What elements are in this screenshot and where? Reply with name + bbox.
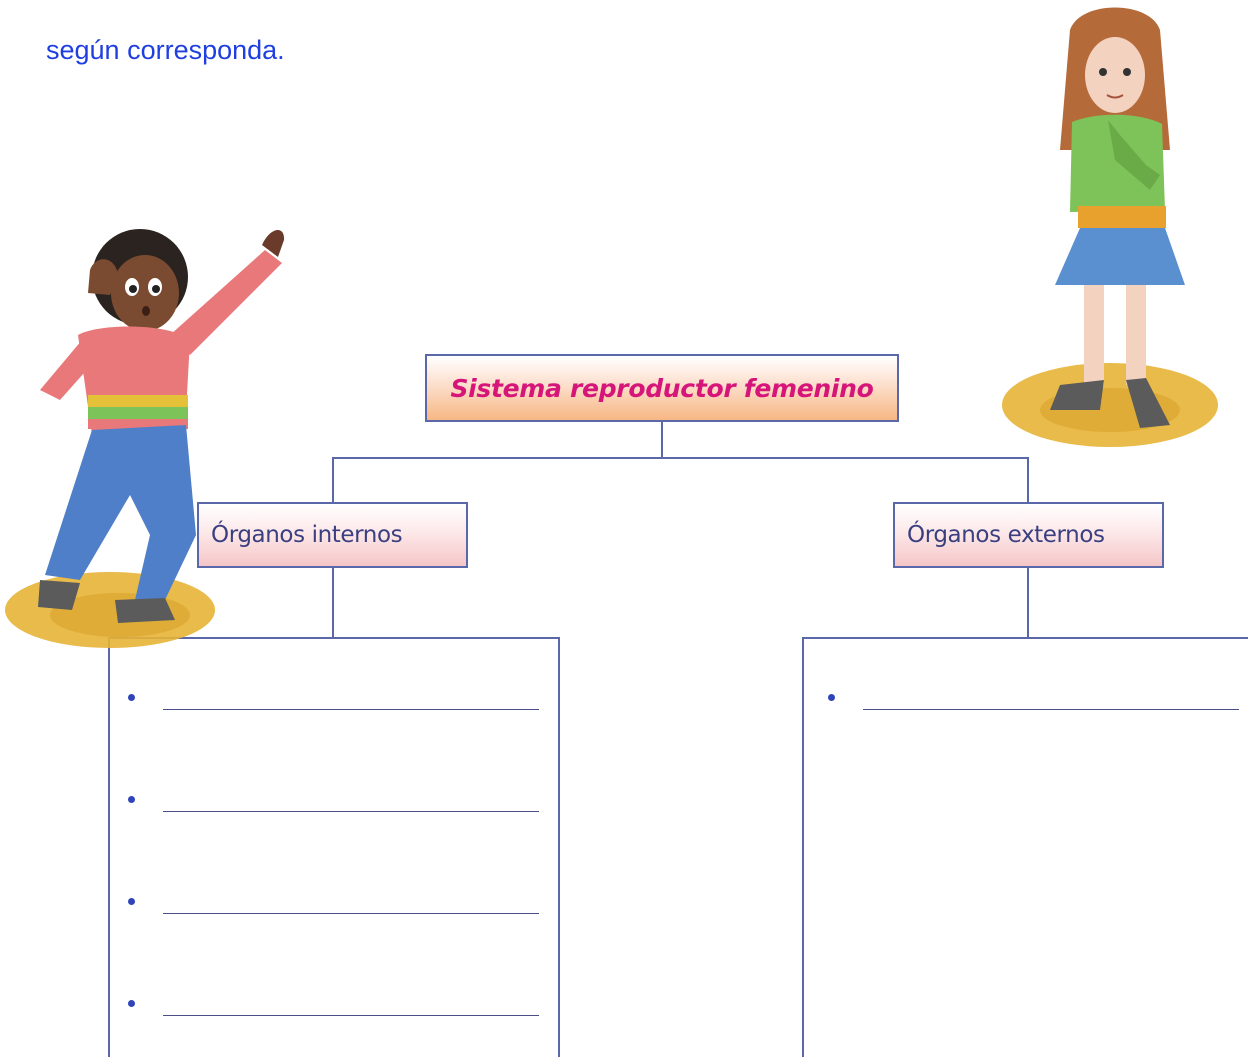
answer-blank[interactable] (163, 893, 539, 914)
answer-blank[interactable] (163, 689, 539, 710)
answer-item (128, 995, 539, 1016)
internal-organs-node: Órganos internos (197, 502, 468, 568)
internal-organs-label: Órganos internos (211, 522, 403, 548)
answer-blank[interactable] (863, 689, 1239, 710)
root-connector-vertical (661, 422, 663, 458)
answer-item (128, 689, 539, 710)
boy-pointing-illustration (5, 229, 285, 648)
girl-thinking-illustration (1002, 7, 1218, 447)
bullet-icon (128, 898, 135, 905)
answer-item (828, 689, 1239, 710)
right-branch-connector (1027, 457, 1029, 503)
instruction-line-2: según corresponda. (46, 35, 285, 65)
left-branch-connector (332, 457, 334, 503)
bullet-icon (828, 694, 835, 701)
answer-blank[interactable] (163, 791, 539, 812)
right-list-connector (1027, 568, 1029, 638)
branch-connector-horizontal (332, 457, 1029, 459)
external-organs-label: Órganos externos (907, 522, 1105, 548)
bullet-icon (128, 694, 135, 701)
root-node-label: Sistema reproductor femenino (450, 373, 874, 403)
bullet-icon (128, 1000, 135, 1007)
internal-organs-list-box (108, 637, 560, 1057)
answer-item (128, 791, 539, 812)
instruction-text: según corresponda. (46, 0, 285, 72)
external-organs-list-box (802, 637, 1248, 1057)
left-list-connector (332, 568, 334, 638)
answer-blank[interactable] (163, 995, 539, 1016)
instruction-line-1 (46, 0, 285, 28)
root-node: Sistema reproductor femenino (425, 354, 899, 422)
answer-item (128, 893, 539, 914)
external-organs-node: Órganos externos (893, 502, 1164, 568)
bullet-icon (128, 796, 135, 803)
